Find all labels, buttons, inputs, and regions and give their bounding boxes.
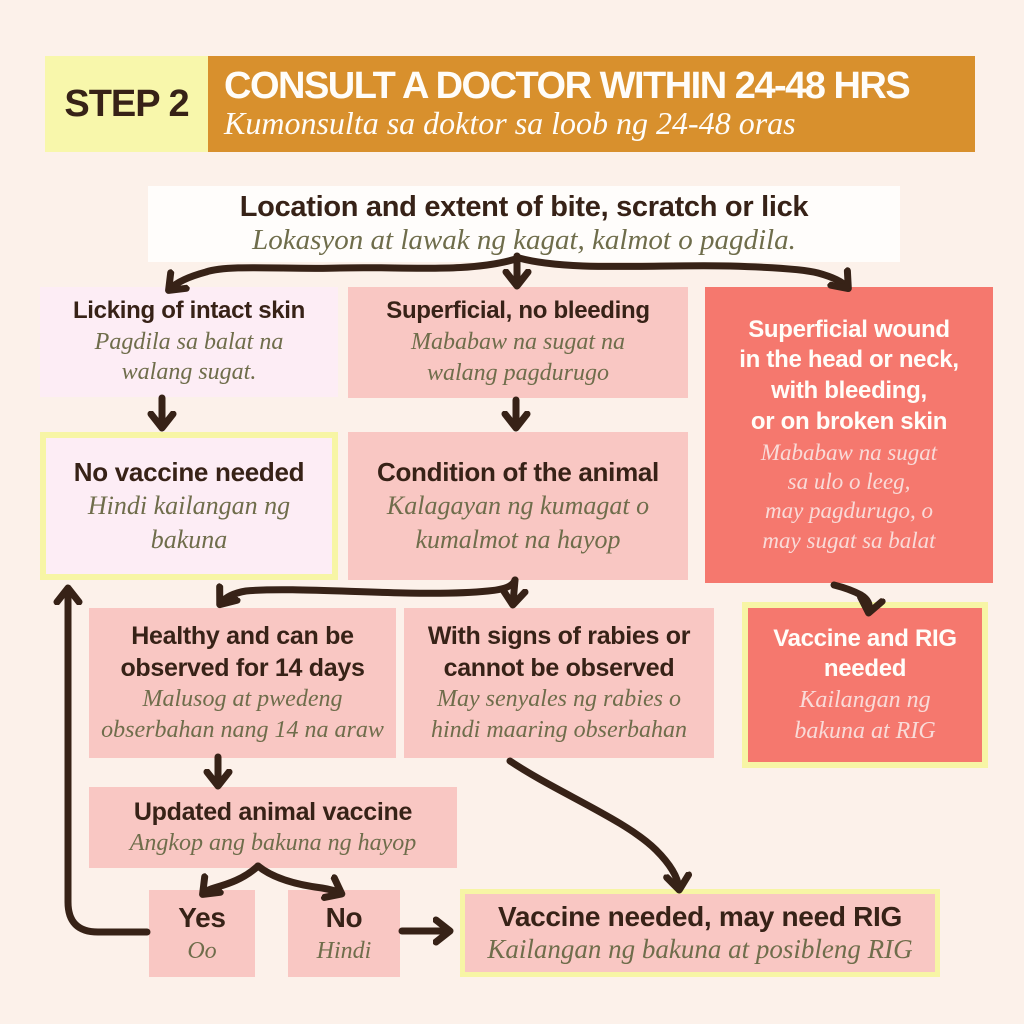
node-title: Condition of the animal [377, 457, 659, 488]
node-title: No vaccine needed [73, 457, 305, 488]
node-subtitle: Lokasyon at lawak ng kagat, kalmot o pag… [252, 223, 796, 256]
node-signs-of-rabies: With signs of rabies or cannot be observ… [404, 608, 714, 758]
arrow-condition-to-signs [513, 576, 515, 603]
node-subtitle: Kalagayan ng kumagat o kumalmot na hayop [386, 491, 650, 554]
header-subtitle: Kumonsulta sa doktor sa loob ng 24-48 or… [224, 104, 796, 141]
node-yes: Yes Oo [149, 890, 255, 977]
node-subtitle: Malusog at pwedeng obserbahan nang 14 na… [101, 686, 384, 743]
header-title: CONSULT A DOCTOR WITHIN 24-48 HRS [224, 65, 911, 108]
node-superficial-no-bleeding: Superficial, no bleeding Mababaw na suga… [348, 287, 688, 398]
node-title: Location and extent of bite, scratch or … [239, 191, 809, 224]
node-subtitle: May senyales ng rabies o hindi maaring o… [430, 686, 687, 743]
node-updated-animal-vaccine: Updated animal vaccine Angkop ang bakuna… [89, 787, 457, 868]
node-subtitle: Hindi kailangan ng bakuna [87, 491, 291, 554]
node-head-neck-wound: Superficial wound in the head or neck, w… [705, 287, 993, 583]
arrow-signs-to-final [506, 757, 679, 888]
step-badge: STEP 2 [45, 56, 208, 152]
node-subtitle: Mababaw na sugat sa ulo o leeg, may pagd… [760, 439, 938, 553]
arrow-condition-to-healthy [221, 576, 519, 603]
node-title: Vaccine and RIG needed [773, 624, 957, 683]
node-healthy-observed-14-days: Healthy and can be observed for 14 days … [89, 608, 396, 758]
node-subtitle: Mababaw na sugat na walang pagdurugo [410, 329, 625, 386]
node-title: Vaccine needed, may need RIG [498, 901, 902, 933]
arrow-root-to-head-neck [515, 254, 847, 287]
node-title: Updated animal vaccine [133, 798, 413, 827]
node-subtitle: Oo [187, 938, 217, 965]
node-title: Licking of intact skin [72, 296, 306, 324]
arrow-updated-to-yes [204, 862, 262, 893]
arrow-root-to-licking [170, 254, 523, 289]
node-no-vaccine-needed: No vaccine needed Hindi kailangan ng bak… [40, 432, 338, 580]
node-title: Superficial wound in the head or neck, w… [739, 315, 959, 435]
node-title: Yes [178, 902, 226, 934]
node-condition-of-animal: Condition of the animal Kalagayan ng kum… [348, 432, 688, 580]
node-subtitle: Hindi [316, 938, 372, 965]
node-title: Superficial, no bleeding [386, 297, 650, 325]
node-subtitle: Angkop ang bakuna ng hayop [129, 830, 417, 857]
step-label: STEP 2 [64, 82, 189, 125]
node-no: No Hindi [288, 890, 400, 977]
node-subtitle: Kailangan ng bakuna at posibleng RIG [487, 933, 913, 964]
node-vaccine-and-rig-needed: Vaccine and RIG needed Kailangan ng baku… [742, 602, 988, 768]
node-licking-intact-skin: Licking of intact skin Pagdila sa balat … [40, 287, 338, 397]
node-title: No [325, 902, 363, 934]
node-title: With signs of rabies or cannot be observ… [427, 622, 691, 683]
node-vaccine-needed-may-need-rig: Vaccine needed, may need RIG Kailangan n… [460, 889, 940, 977]
arrow-updated-to-no [254, 862, 340, 893]
node-subtitle: Pagdila sa balat na walang sugat. [94, 328, 284, 386]
header-bar: CONSULT A DOCTOR WITHIN 24-48 HRS Kumons… [208, 56, 975, 152]
node-title: Healthy and can be observed for 14 days [120, 622, 365, 683]
node-location-extent: Location and extent of bite, scratch or … [148, 186, 900, 262]
node-subtitle: Kailangan ng bakuna at RIG [794, 687, 936, 744]
